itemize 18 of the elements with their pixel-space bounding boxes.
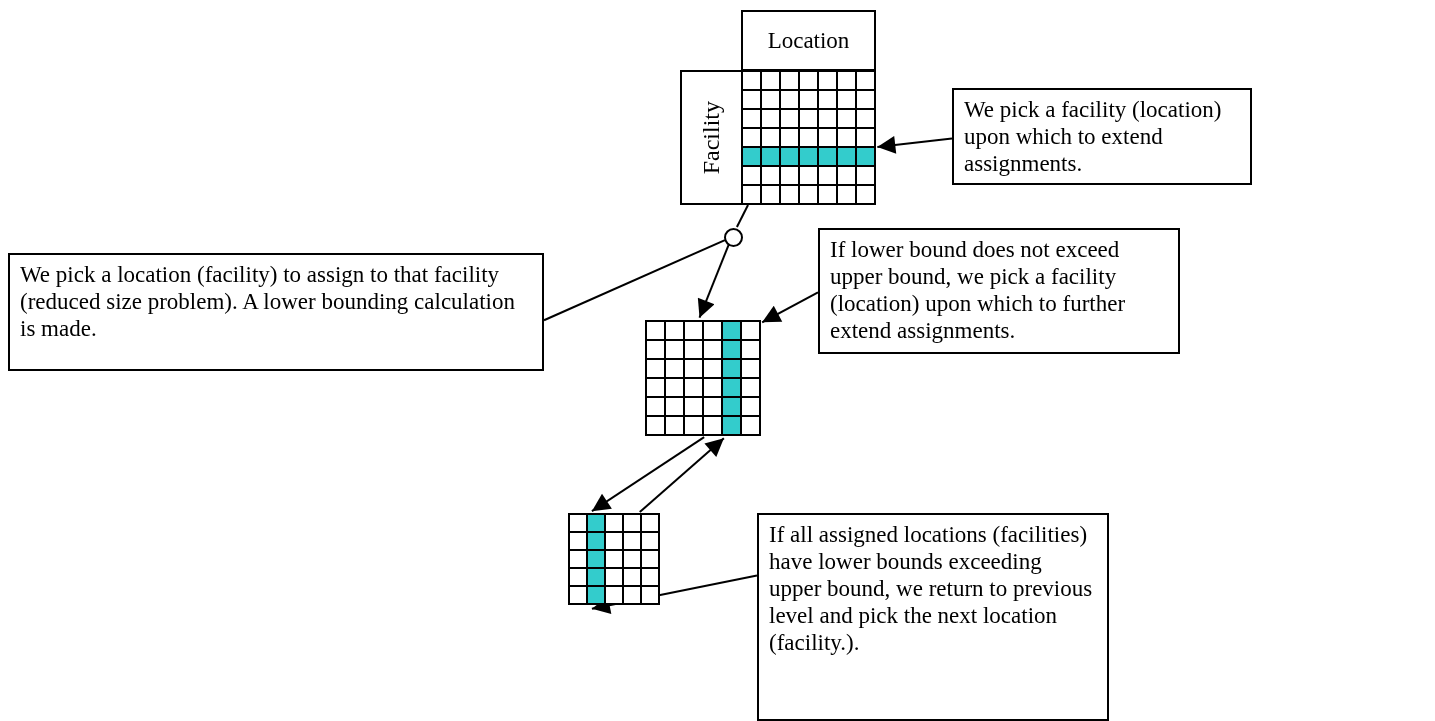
arrow bbox=[761, 291, 819, 324]
arrow bbox=[590, 574, 758, 614]
arrow bbox=[590, 436, 706, 513]
callout-box: If all assigned locations (facilities) have lower bounds exceeding upper bound, we return to previous level and pick the next location (facility.). bbox=[757, 513, 1109, 721]
connector-line bbox=[543, 239, 726, 322]
callout-box: If lower bound does not exceed upper bound, we pick a facility (location) upon which to further extend assignments. bbox=[818, 228, 1180, 354]
callout-box: We pick a facility (location) upon which to extend assignments. bbox=[952, 88, 1252, 185]
assignment-grid bbox=[741, 70, 876, 205]
assignment-grid bbox=[645, 320, 761, 436]
assignment-grid bbox=[568, 513, 660, 605]
arrow bbox=[876, 135, 953, 154]
callout-box: We pick a location (facility) to assign to that facility (reduced size problem). A lower bounding calculation is made. bbox=[8, 253, 544, 371]
row-header: Facility bbox=[680, 70, 743, 205]
column-header: Location bbox=[741, 10, 876, 71]
arrow bbox=[638, 437, 725, 514]
junction-circle bbox=[724, 226, 743, 245]
arrow bbox=[697, 243, 730, 319]
connector-line bbox=[735, 204, 749, 228]
